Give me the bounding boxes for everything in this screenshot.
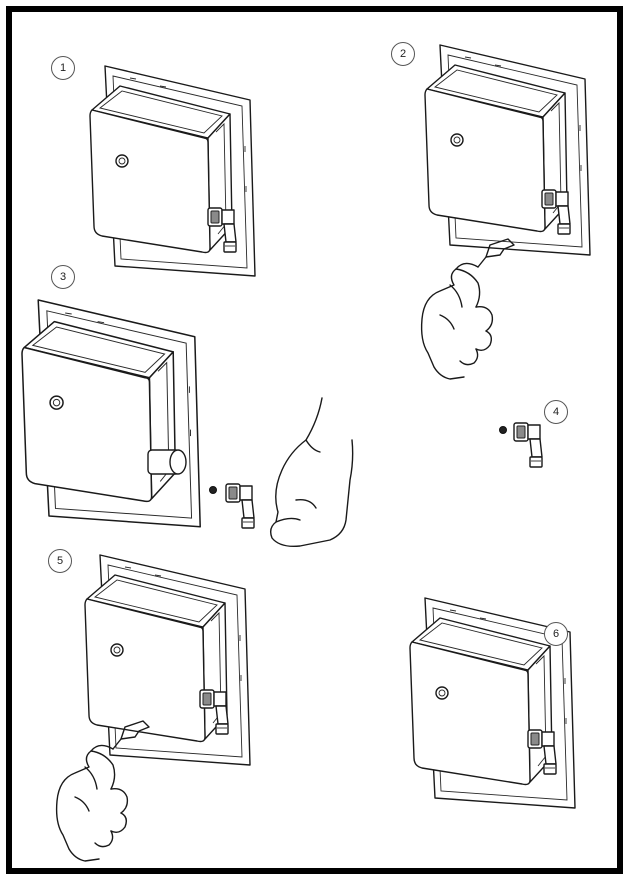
step-3-illustration (21, 299, 354, 548)
step-2-illustration (420, 44, 591, 380)
step-1-badge: 1 (51, 56, 75, 80)
step-5-illustration (55, 554, 251, 862)
step-1-illustration (89, 65, 256, 277)
step-6-badge: 6 (544, 622, 568, 646)
step-4-illustration (499, 422, 543, 468)
step-5-badge: 5 (48, 549, 72, 573)
step-3-badge: 3 (51, 265, 75, 289)
step-2-badge: 2 (391, 42, 415, 66)
step-4-badge: 4 (544, 400, 568, 424)
